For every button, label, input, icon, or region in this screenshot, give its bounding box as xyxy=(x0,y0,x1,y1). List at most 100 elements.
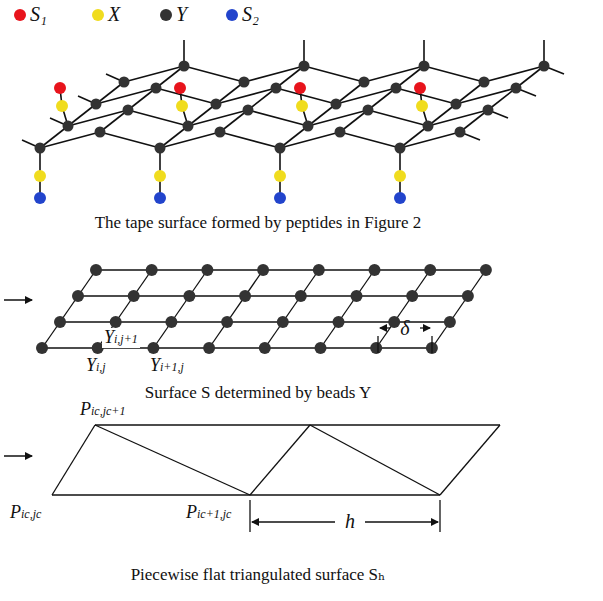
legend-label: S₂ xyxy=(242,3,259,25)
caption: The tape surface formed by peptides in F… xyxy=(95,214,422,233)
bond-line xyxy=(220,132,280,148)
s1-bead xyxy=(174,82,186,94)
y-bead xyxy=(395,143,406,154)
grid-line xyxy=(432,270,486,348)
point-label: Yi,j+1 xyxy=(102,328,140,348)
y-bead xyxy=(211,99,222,110)
y-bead xyxy=(363,105,374,116)
x-bead xyxy=(176,100,188,112)
y-bead xyxy=(391,83,402,94)
grid-line xyxy=(153,270,207,348)
direction-arrow xyxy=(4,299,32,301)
bond-line xyxy=(484,66,544,82)
point-label: Pic,jc+1 xyxy=(80,400,125,420)
bond-line xyxy=(340,132,400,148)
bond-line xyxy=(184,66,244,82)
y-bead xyxy=(243,105,254,116)
side-bead xyxy=(394,192,406,204)
legend-label: S₁ xyxy=(30,3,47,25)
y-bead xyxy=(275,143,286,154)
side-bead xyxy=(394,170,406,182)
y-bead xyxy=(239,290,251,302)
x-bead xyxy=(296,100,308,112)
x-bead xyxy=(416,100,428,112)
y-bead xyxy=(444,316,456,328)
y-bead xyxy=(295,290,307,302)
y-bead xyxy=(271,83,282,94)
point-label: Yi,j xyxy=(86,356,106,376)
y-bead xyxy=(90,264,102,276)
y-bead xyxy=(419,61,430,72)
y-bead xyxy=(36,342,48,354)
side-bead xyxy=(34,170,46,182)
y-bead xyxy=(313,264,325,276)
y-bead xyxy=(303,121,314,132)
y-bead xyxy=(370,342,382,354)
side-bead xyxy=(154,170,166,182)
grid-line xyxy=(376,270,430,348)
grid-line xyxy=(209,270,263,348)
point-label: Yi+1,j xyxy=(150,356,184,376)
y-bead xyxy=(72,290,84,302)
y-bead xyxy=(95,127,106,138)
s1-bead xyxy=(54,82,66,94)
triangulated-surface xyxy=(52,425,500,495)
point-label: Pic+1,jc xyxy=(186,503,231,523)
grid-line xyxy=(98,270,152,348)
y-bead xyxy=(119,77,130,88)
y-bead xyxy=(151,83,162,94)
side-bead xyxy=(154,192,166,204)
bond-line xyxy=(100,132,160,148)
side-bead xyxy=(274,192,286,204)
y-bead xyxy=(257,264,269,276)
y-bead xyxy=(146,264,158,276)
legend-label: Y xyxy=(176,3,187,25)
s1-bead xyxy=(294,82,306,94)
y-bead xyxy=(221,316,233,328)
y-bead xyxy=(333,316,345,328)
y-bead xyxy=(539,61,550,72)
y-bead xyxy=(155,143,166,154)
y-bead xyxy=(239,77,250,88)
s1-bead xyxy=(414,82,426,94)
y-bead xyxy=(315,342,327,354)
bead-grid xyxy=(36,264,492,354)
y-bead xyxy=(483,105,494,116)
y-bead xyxy=(63,121,74,132)
legend-swatch xyxy=(226,9,238,21)
y-bead xyxy=(183,290,195,302)
y-bead xyxy=(54,316,66,328)
side-bead xyxy=(274,170,286,182)
y-bead xyxy=(388,316,400,328)
point-label: Pic,jc xyxy=(10,503,41,523)
y-bead xyxy=(179,61,190,72)
grid-line xyxy=(42,270,96,348)
bond-line xyxy=(244,66,304,82)
y-bead xyxy=(511,83,522,94)
bond-line xyxy=(248,110,308,126)
y-bead xyxy=(91,99,102,110)
grid-line xyxy=(265,270,319,348)
y-bead xyxy=(462,290,474,302)
y-bead xyxy=(335,127,346,138)
legend-swatch xyxy=(14,9,26,21)
y-bead xyxy=(277,316,289,328)
grid-line xyxy=(321,270,375,348)
y-bead xyxy=(423,121,434,132)
tape-lattice xyxy=(22,40,564,204)
bond-line xyxy=(124,66,184,82)
y-bead xyxy=(201,264,213,276)
y-bead xyxy=(215,127,226,138)
y-bead xyxy=(424,264,436,276)
y-bead xyxy=(455,127,466,138)
y-bead xyxy=(147,342,159,354)
legend-label: X xyxy=(108,3,120,25)
y-bead xyxy=(369,264,381,276)
y-bead xyxy=(203,342,215,354)
side-bead xyxy=(34,192,46,204)
bond-line xyxy=(424,66,484,82)
bond-line xyxy=(368,110,428,126)
y-bead xyxy=(128,290,140,302)
y-bead xyxy=(35,143,46,154)
direction-arrow xyxy=(4,455,32,457)
